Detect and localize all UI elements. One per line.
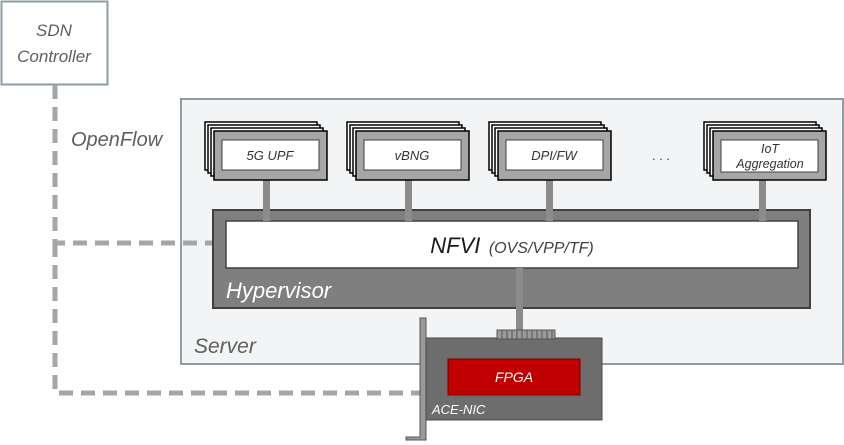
dashed-link-to-nic	[52, 243, 426, 396]
vnf-iot-aggregation: IoT Aggregation	[703, 121, 827, 181]
connector-dpi-fw	[546, 180, 553, 221]
connector-nic	[516, 268, 523, 330]
nfvi-label: NFVI (OVS/VPP/TF)	[430, 233, 593, 258]
vnf-5g-upf-label: 5G UPF	[247, 148, 295, 163]
connector-5g-upf	[263, 180, 270, 221]
nic-bracket	[405, 317, 427, 441]
ace-nic-card: FPGA ACE-NIC	[405, 317, 603, 441]
vnf-vbng: vBNG	[346, 121, 470, 181]
vnf-iot-label-line1: IoT	[761, 142, 780, 156]
nfvi-box	[225, 220, 799, 269]
connector-iot	[759, 180, 766, 221]
fpga-label: FPGA	[495, 369, 533, 385]
controller-label-line2: Controller	[17, 47, 92, 66]
vnf-connectors	[263, 180, 766, 221]
openflow-label: OpenFlow	[71, 129, 164, 151]
controller-label-line1: SDN	[36, 21, 73, 40]
fpga-chip	[447, 358, 581, 396]
vnf-dpi-fw: DPI/FW	[488, 121, 612, 181]
nic-label: ACE-NIC	[431, 402, 486, 417]
vnf-ellipsis: . . .	[652, 148, 670, 163]
sdn-controller-box: SDN Controller	[0, 0, 109, 86]
openflow-dashed-links	[52, 85, 426, 396]
nfvi-subtitle: (OVS/VPP/TF)	[489, 240, 594, 257]
vnf-dpi-fw-label: DPI/FW	[531, 148, 578, 163]
nfvi-title: NFVI	[430, 233, 480, 258]
vnf-iot-label-line2: Aggregation	[735, 157, 803, 171]
hypervisor-label: Hypervisor	[226, 278, 333, 303]
vnf-vbng-label: vBNG	[395, 148, 430, 163]
server-label: Server	[194, 335, 257, 358]
nic-connector	[496, 329, 556, 340]
connector-vbng	[405, 180, 412, 221]
vnf-5g-upf: 5G UPF	[204, 121, 328, 181]
